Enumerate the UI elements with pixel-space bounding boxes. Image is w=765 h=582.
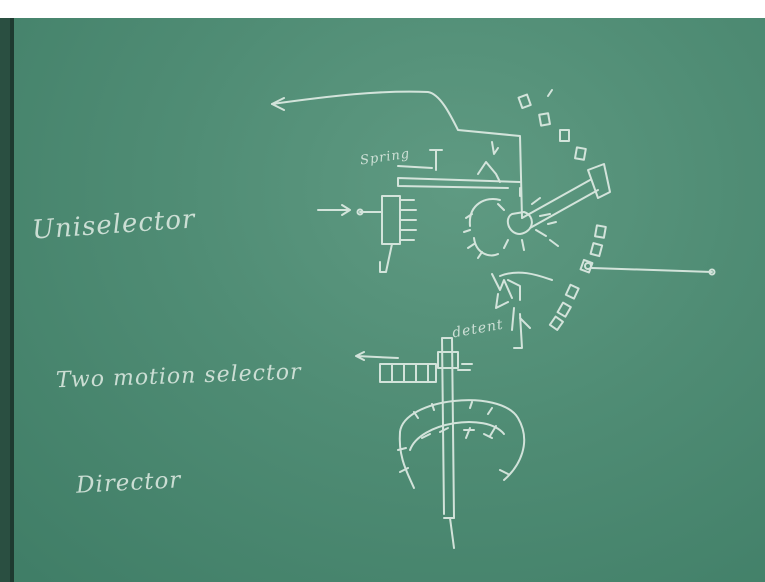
contact-4	[575, 147, 586, 159]
lower-pawl	[492, 274, 530, 348]
coil-input-terminal	[358, 210, 363, 215]
arc-bank-inner	[410, 422, 504, 450]
coil-ground	[380, 244, 392, 272]
contact-3	[560, 130, 569, 141]
contact-1	[519, 95, 531, 108]
shaft-arrow	[356, 352, 398, 360]
ratchet-wheel	[464, 199, 500, 258]
shaft-collar	[438, 352, 458, 368]
contact-9	[558, 303, 571, 317]
coil-input-arrow	[318, 205, 350, 215]
armature-bar	[398, 178, 520, 188]
contact-8	[566, 285, 579, 299]
contact-10	[550, 317, 563, 330]
coil-windings	[400, 200, 416, 240]
spring-symbol	[430, 150, 442, 170]
shaft-rack-teeth	[392, 364, 428, 382]
arc-bank-outer	[400, 400, 524, 480]
output-terminal	[585, 263, 591, 269]
arc-contact-right	[466, 426, 496, 438]
output-end	[710, 270, 715, 275]
spring-pointer	[398, 166, 432, 168]
contact-6	[591, 243, 603, 256]
shaft-bottom	[444, 518, 454, 548]
pawl-top	[478, 142, 500, 182]
top-wire	[272, 92, 522, 218]
contact-5	[595, 225, 606, 237]
lower-pawl-arc	[500, 273, 552, 280]
arc-bank-left	[400, 432, 414, 488]
contact-2	[539, 113, 550, 125]
chalk-diagram	[0, 18, 765, 582]
contact-tick	[548, 90, 552, 96]
wiper-arm	[522, 164, 610, 228]
wiper-hub-teeth	[498, 188, 558, 250]
shaft-rack	[380, 364, 436, 382]
arc-bank-ticks	[398, 402, 508, 474]
arc-bank-dashes	[422, 428, 492, 438]
output-wire	[592, 268, 712, 272]
chalkboard: Uniselector Two motion selector Director…	[0, 18, 765, 582]
shaft-right-stub	[458, 364, 472, 370]
wiper-hub	[508, 212, 532, 234]
coil-core	[382, 196, 400, 244]
board-frame-edge	[10, 18, 14, 582]
top-wire-arrowhead	[272, 98, 284, 110]
director-label: Director	[75, 467, 182, 499]
